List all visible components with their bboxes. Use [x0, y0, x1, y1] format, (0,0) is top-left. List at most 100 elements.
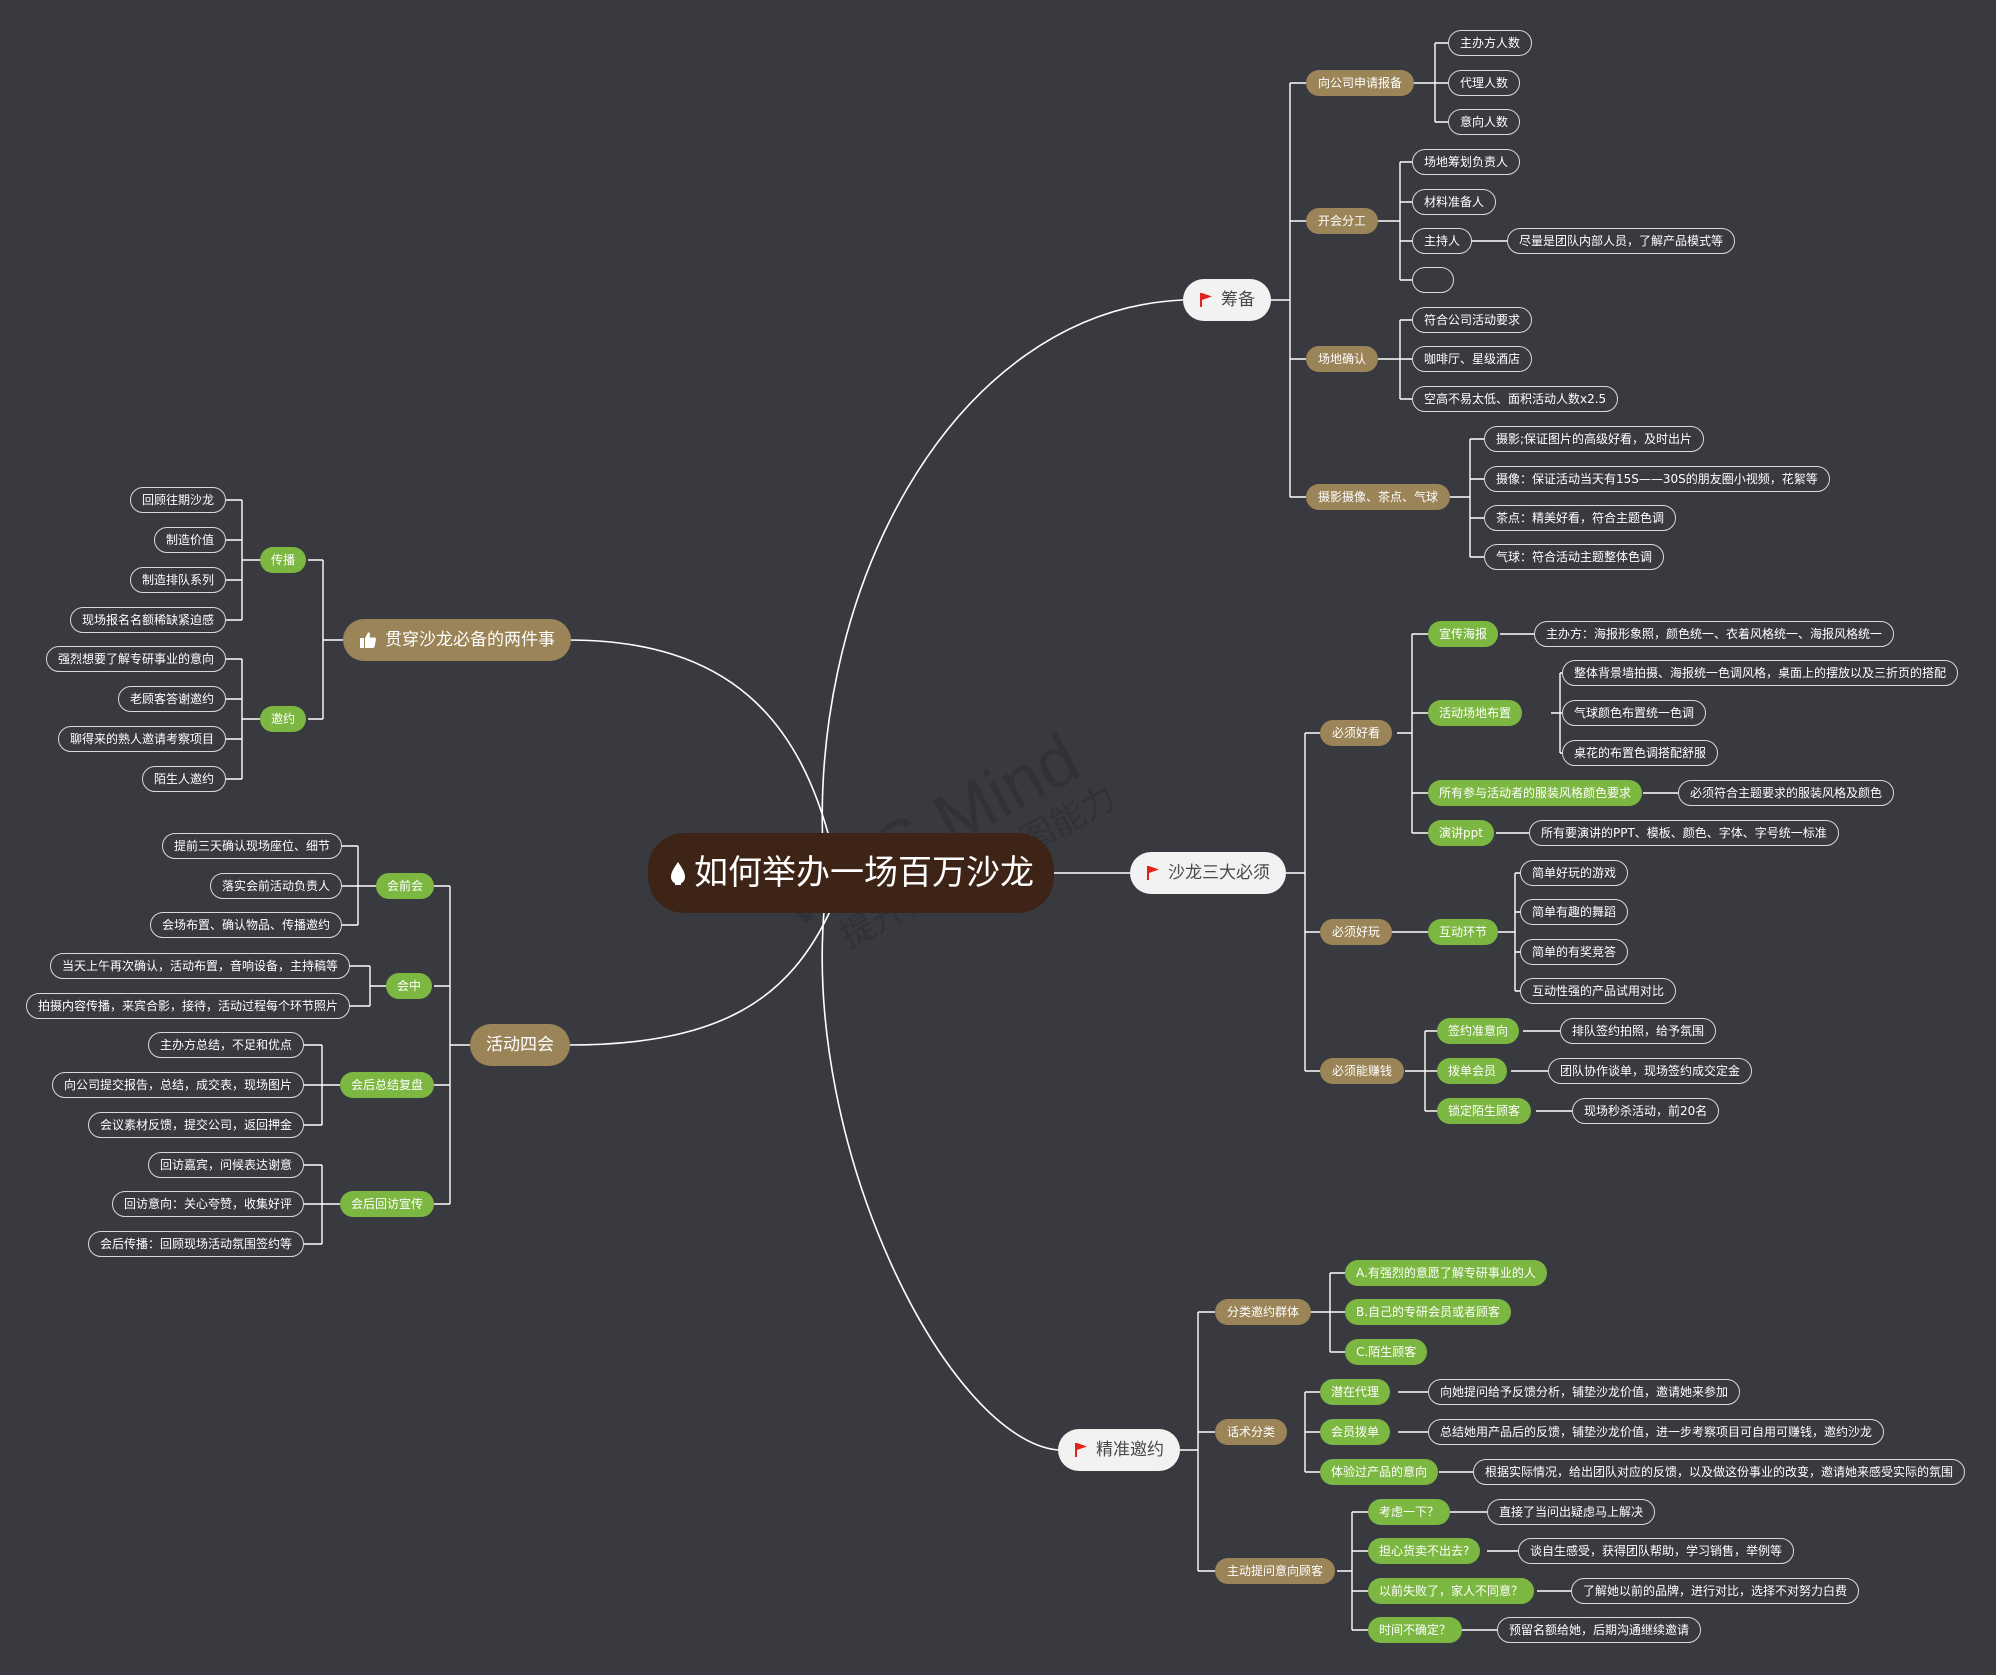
- leaf[interactable]: 陌生人邀约: [141, 766, 226, 792]
- note-leaf[interactable]: 了解她以前的品牌，进行对比，选择不对努力白费: [1571, 1578, 1860, 1604]
- topic-member-deal[interactable]: 拨单会员: [1437, 1058, 1508, 1084]
- branch-four-meetings-label: 活动四会: [486, 1034, 554, 1055]
- leaf[interactable]: 提前三天确认现场座位、细节: [161, 833, 342, 859]
- leaf[interactable]: 回顾往期沙龙: [129, 487, 226, 513]
- leaf-green[interactable]: A.有强烈的意愿了解专研事业的人: [1345, 1260, 1547, 1286]
- topic-question[interactable]: 考虑一下？: [1368, 1499, 1451, 1525]
- topic-potential-agent[interactable]: 潜在代理: [1320, 1379, 1391, 1405]
- topic-look[interactable]: 必须好看: [1320, 720, 1393, 746]
- note-leaf[interactable]: 谈自生感受，获得团队帮助，学习销售，举例等: [1518, 1538, 1795, 1564]
- topic-during[interactable]: 会中: [386, 973, 433, 999]
- topic-tried-product[interactable]: 体验过产品的意向: [1320, 1459, 1439, 1485]
- branch-four-meetings[interactable]: 活动四会: [470, 1024, 570, 1066]
- topic-before[interactable]: 会前会: [376, 873, 435, 899]
- leaf[interactable]: 落实会前活动负责人: [209, 873, 342, 899]
- topic-review[interactable]: 会后总结复盘: [340, 1072, 435, 1098]
- branch-two-things[interactable]: 贯穿沙龙必备的两件事: [343, 619, 571, 661]
- topic-ask[interactable]: 主动提问意向顾客: [1215, 1558, 1336, 1584]
- topic-money[interactable]: 必须能赚钱: [1320, 1058, 1405, 1084]
- leaf[interactable]: 互动性强的产品试用对比: [1520, 978, 1677, 1004]
- note-leaf[interactable]: 排队签约拍照，给予氛围: [1560, 1018, 1717, 1044]
- leaf[interactable]: 气球：符合活动主题整体色调: [1484, 544, 1665, 570]
- root-topic[interactable]: 如何举办一场百万沙龙: [648, 833, 1054, 913]
- note-leaf[interactable]: 预留名额给她，后期沟通继续邀请: [1497, 1617, 1702, 1643]
- topic-ppt[interactable]: 演讲ppt: [1428, 820, 1494, 846]
- topic-sign-intent[interactable]: 签约准意向: [1437, 1018, 1520, 1044]
- branch-prep[interactable]: 筹备: [1183, 279, 1271, 321]
- leaf[interactable]: 茶点：精美好看，符合主题色调: [1484, 505, 1677, 531]
- leaf[interactable]: 简单好玩的游戏: [1520, 860, 1629, 886]
- note-leaf[interactable]: 尽量是团队内部人员，了解产品模式等: [1507, 228, 1736, 254]
- note-leaf[interactable]: 现场秒杀活动，前20名: [1572, 1098, 1720, 1124]
- leaf[interactable]: 会议素材反馈，提交公司，返回押金: [87, 1112, 304, 1138]
- leaf[interactable]: 会后传播：回顾现场活动氛围签约等: [87, 1231, 304, 1257]
- red-flag-icon: [1200, 293, 1212, 307]
- topic-question[interactable]: 担心货卖不出去?: [1368, 1538, 1481, 1564]
- topic-visit[interactable]: 会后回访宣传: [340, 1191, 435, 1217]
- red-flag-icon: [1075, 1443, 1087, 1457]
- leaf[interactable]: 整体背景墙拍摄、海报统一色调风格，桌面上的摆放以及三折页的搭配: [1562, 660, 1959, 686]
- note-leaf[interactable]: 团队协作谈单，现场签约成交定金: [1548, 1058, 1753, 1084]
- topic-invite[interactable]: 邀约: [260, 706, 307, 732]
- leaf[interactable]: 制造排队系列: [129, 567, 226, 593]
- leaf[interactable]: 主持人: [1412, 228, 1473, 254]
- topic-classify[interactable]: 分类邀约群体: [1215, 1299, 1312, 1325]
- leaf[interactable]: 桌花的布置色调搭配舒服: [1562, 740, 1719, 766]
- note-leaf[interactable]: 所有要演讲的PPT、模板、颜色、字体、字号统一标准: [1529, 820, 1839, 846]
- leaf[interactable]: 制造价值: [153, 527, 226, 553]
- leaf[interactable]: 聊得来的熟人邀请考察项目: [57, 726, 226, 752]
- leaf[interactable]: 符合公司活动要求: [1412, 307, 1533, 333]
- leaf[interactable]: 场地筹划负责人: [1412, 149, 1521, 175]
- leaf[interactable]: 现场报名名额稀缺紧迫感: [69, 607, 226, 633]
- topic-venue[interactable]: 场地确认: [1306, 346, 1379, 372]
- leaf[interactable]: 简单有趣的舞蹈: [1520, 899, 1629, 925]
- empty-leaf[interactable]: [1412, 267, 1454, 293]
- topic-lock-stranger[interactable]: 锁定陌生顾客: [1437, 1098, 1532, 1124]
- leaf[interactable]: 摄像：保证活动当天有15S——30S的朋友圈小视频，花絮等: [1484, 466, 1830, 492]
- leaf[interactable]: 气球颜色布置统一色调: [1562, 700, 1707, 726]
- topic-interaction[interactable]: 互动环节: [1428, 919, 1499, 945]
- leaf-green[interactable]: B.自己的专研会员或者顾客: [1345, 1299, 1512, 1325]
- topic-question[interactable]: 时间不确定？: [1368, 1617, 1463, 1643]
- branch-invite-label: 精准邀约: [1096, 1439, 1164, 1460]
- leaf[interactable]: 会场布置、确认物品、传播邀约: [149, 912, 342, 938]
- topic-report[interactable]: 向公司申请报备: [1306, 70, 1415, 96]
- topic-spread[interactable]: 传播: [260, 547, 307, 573]
- topic-fun[interactable]: 必须好玩: [1320, 919, 1393, 945]
- leaf[interactable]: 主办方人数: [1448, 30, 1533, 56]
- red-flag-icon: [1147, 866, 1159, 880]
- note-leaf[interactable]: 必须符合主题要求的服装风格及颜色: [1678, 780, 1895, 806]
- topic-venue-decor[interactable]: 活动场地布置: [1428, 700, 1523, 726]
- leaf[interactable]: 强烈想要了解专研事业的意向: [45, 646, 226, 672]
- leaf[interactable]: 回访嘉宾，问候表达谢意: [147, 1152, 304, 1178]
- note-leaf[interactable]: 总结她用产品后的反馈，铺垫沙龙价值，进一步考察项目可自用可赚钱，邀约沙龙: [1428, 1419, 1885, 1445]
- leaf[interactable]: 拍摄内容传播，来宾合影，接待，活动过程每个环节照片: [25, 993, 350, 1019]
- note-leaf[interactable]: 主办方：海报形象照，颜色统一、衣着风格统一、海报风格统一: [1534, 621, 1895, 647]
- topic-scripts[interactable]: 话术分类: [1215, 1419, 1288, 1445]
- leaf[interactable]: 意向人数: [1448, 109, 1521, 135]
- note-leaf[interactable]: 向她提问给予反馈分析，铺垫沙龙价值，邀请她来参加: [1428, 1379, 1741, 1405]
- leaf-green[interactable]: C.陌生顾客: [1345, 1339, 1428, 1365]
- leaf[interactable]: 回访意向：关心夸赞，收集好评: [111, 1191, 304, 1217]
- leaf[interactable]: 当天上午再次确认，活动布置，音响设备，主持稿等: [49, 953, 350, 979]
- leaf[interactable]: 代理人数: [1448, 70, 1521, 96]
- leaf[interactable]: 向公司提交报告，总结，成交表，现场图片: [51, 1072, 304, 1098]
- topic-question[interactable]: 以前失败了，家人不同意？: [1368, 1578, 1535, 1604]
- branch-invite[interactable]: 精准邀约: [1058, 1429, 1180, 1471]
- branch-must[interactable]: 沙龙三大必须: [1130, 852, 1286, 894]
- leaf[interactable]: 老顾客答谢邀约: [117, 686, 226, 712]
- leaf[interactable]: 简单的有奖竞答: [1520, 939, 1629, 965]
- topic-poster[interactable]: 宣传海报: [1428, 621, 1499, 647]
- note-leaf[interactable]: 根据实际情况，给出团队对应的反馈，以及做这份事业的改变，邀请她来感受实际的氛围: [1473, 1459, 1966, 1485]
- leaf[interactable]: 材料准备人: [1412, 189, 1497, 215]
- leaf[interactable]: 摄影;保证图片的高级好看，及时出片: [1484, 426, 1705, 452]
- note-leaf[interactable]: 直接了当问出疑虑马上解决: [1487, 1499, 1656, 1525]
- leaf[interactable]: 咖啡厅、星级酒店: [1412, 346, 1533, 372]
- topic-photo[interactable]: 摄影摄像、茶点、气球: [1306, 484, 1451, 510]
- leaf[interactable]: 主办方总结，不足和优点: [147, 1032, 304, 1058]
- topic-division[interactable]: 开会分工: [1306, 208, 1379, 234]
- leaf[interactable]: 空高不易太低、面积活动人数x2.5: [1412, 386, 1619, 412]
- topic-dress[interactable]: 所有参与活动者的服装风格颜色要求: [1428, 780, 1643, 806]
- topic-member[interactable]: 会员拨单: [1320, 1419, 1391, 1445]
